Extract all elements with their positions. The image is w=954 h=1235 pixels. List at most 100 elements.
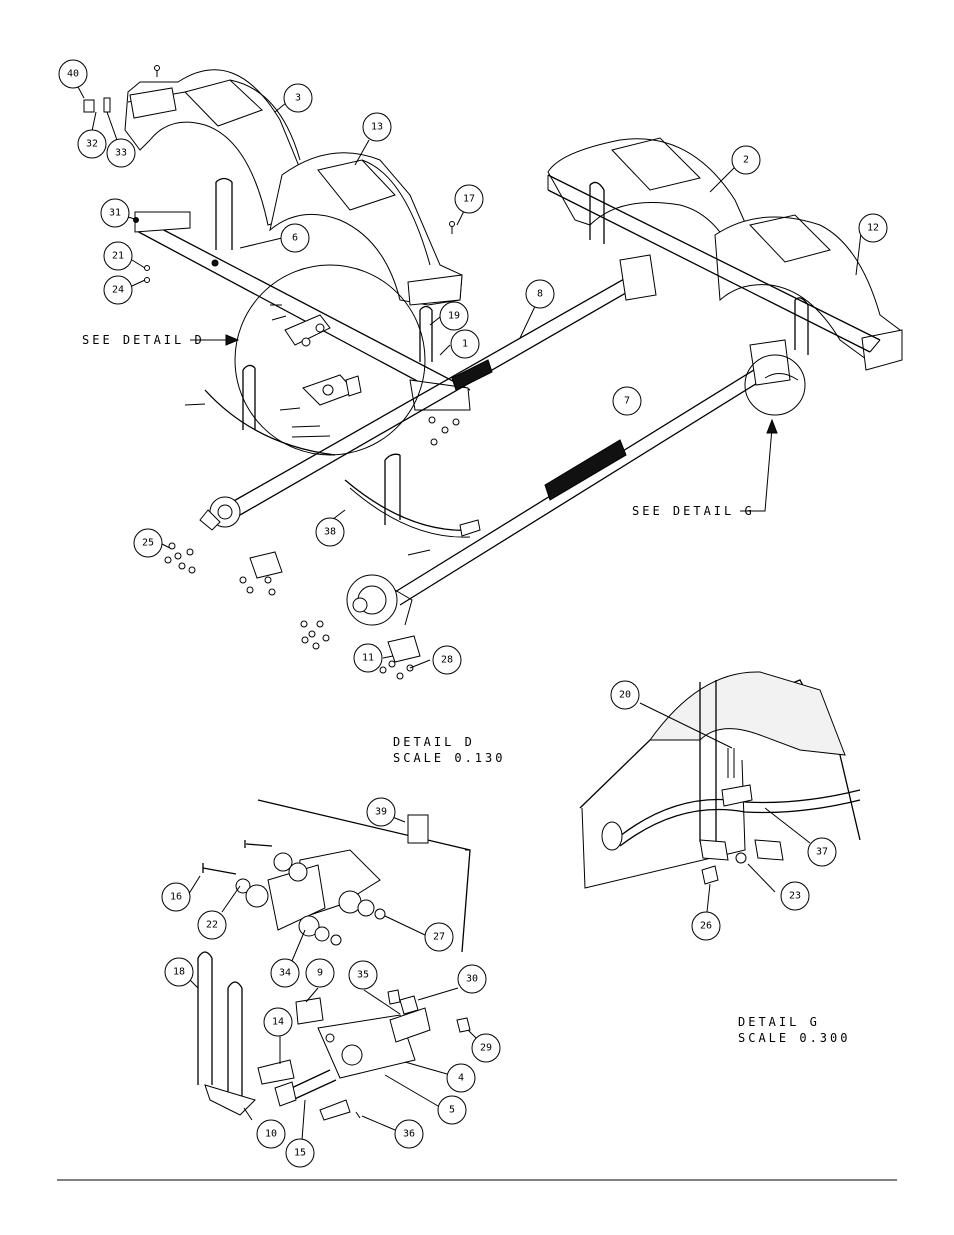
svg-text:20: 20 (619, 690, 631, 701)
callout-37: 37 (807, 837, 837, 867)
svg-text:38: 38 (324, 527, 336, 538)
callout-36: 36 (394, 1119, 424, 1149)
svg-text:2: 2 (743, 155, 749, 166)
callout-33: 33 (106, 138, 136, 168)
detail-circle-d (234, 264, 426, 456)
main-assembly (83, 65, 903, 680)
svg-text:12: 12 (867, 223, 879, 234)
callout-28: 28 (432, 645, 462, 675)
svg-text:39: 39 (375, 807, 387, 818)
callout-35: 35 (348, 960, 378, 990)
callout-29: 29 (471, 1033, 501, 1063)
svg-text:27: 27 (433, 932, 445, 943)
small-hardware-top (83, 65, 455, 283)
callout-9: 9 (305, 958, 335, 988)
callout-32: 32 (77, 129, 107, 159)
svg-text:19: 19 (448, 311, 460, 322)
svg-text:33: 33 (115, 148, 127, 159)
svg-text:6: 6 (292, 233, 298, 244)
callout-3: 3 (283, 83, 313, 113)
svg-text:1: 1 (462, 339, 468, 350)
callout-26: 26 (691, 911, 721, 941)
detail-d-assembly (197, 799, 471, 1121)
callout-27: 27 (424, 922, 454, 952)
svg-text:17: 17 (463, 194, 475, 205)
callout-7: 7 (612, 386, 642, 416)
callout-25: 25 (133, 528, 163, 558)
callout-1: 1 (450, 329, 480, 359)
svg-text:37: 37 (816, 847, 828, 858)
svg-text:34: 34 (279, 968, 291, 979)
see-detail-g-note: SEE DETAIL G (632, 504, 755, 518)
callout-17: 17 (454, 184, 484, 214)
svg-text:29: 29 (480, 1043, 492, 1054)
svg-text:32: 32 (86, 139, 98, 150)
u-bolt-upper-left (215, 177, 433, 362)
callout-16: 16 (161, 882, 191, 912)
callout-6: 6 (280, 223, 310, 253)
callout-13: 13 (362, 112, 392, 142)
svg-text:9: 9 (317, 968, 323, 979)
callout-11: 11 (353, 643, 383, 673)
svg-text:31: 31 (109, 208, 121, 219)
callout-4: 4 (446, 1063, 476, 1093)
fender-right-pair (547, 137, 903, 371)
callout-40: 40 (58, 59, 88, 89)
leaf-spring-main (184, 389, 481, 556)
detail-circle-g (744, 354, 806, 416)
callout-12: 12 (858, 213, 888, 243)
callout-24: 24 (103, 275, 133, 305)
notes: SEE DETAIL D SEE DETAIL G DETAIL D SCALE… (82, 333, 847, 1045)
callout-5: 5 (437, 1095, 467, 1125)
callout-23: 23 (780, 881, 810, 911)
svg-text:7: 7 (624, 396, 630, 407)
callout-22: 22 (197, 910, 227, 940)
callout-20: 20 (610, 680, 640, 710)
svg-text:21: 21 (112, 251, 124, 262)
callout-10: 10 (256, 1119, 286, 1149)
svg-text:16: 16 (170, 892, 182, 903)
leader-lines (77, 86, 862, 1141)
callout-14: 14 (263, 1007, 293, 1037)
callout-34: 34 (270, 958, 300, 988)
svg-text:22: 22 (206, 920, 218, 931)
loose-nuts (164, 416, 460, 680)
svg-text:5: 5 (449, 1105, 455, 1116)
svg-text:30: 30 (466, 974, 478, 985)
svg-text:4: 4 (458, 1073, 464, 1084)
svg-text:35: 35 (357, 970, 369, 981)
callout-19: 19 (439, 301, 469, 331)
see-detail-d-note: SEE DETAIL D (82, 333, 205, 347)
callout-31: 31 (100, 198, 130, 228)
spring-plates (249, 551, 421, 663)
callout-8: 8 (525, 279, 555, 309)
fender-left-rear (124, 69, 316, 226)
svg-text:18: 18 (173, 967, 185, 978)
callout-18: 18 (164, 957, 194, 987)
svg-text:11: 11 (362, 653, 374, 664)
detail-g-assembly (579, 671, 861, 889)
callout-15: 15 (285, 1138, 315, 1168)
axle-upper (199, 254, 657, 531)
callout-39: 39 (366, 797, 396, 827)
callout-bubbles: 40 32 33 3 13 2 12 17 31 6 21 24 19 1 8 … (58, 59, 888, 1168)
svg-text:40: 40 (67, 69, 79, 80)
svg-text:23: 23 (789, 891, 801, 902)
svg-text:28: 28 (441, 655, 453, 666)
callout-38: 38 (315, 517, 345, 547)
detail-d-scale: SCALE 0.130 (393, 751, 505, 765)
detail-g-title: DETAIL G (738, 1015, 820, 1029)
detail-d-title: DETAIL D (393, 735, 475, 749)
svg-text:24: 24 (112, 285, 124, 296)
svg-text:36: 36 (403, 1129, 415, 1140)
frame-rail-left (134, 211, 471, 411)
callout-21: 21 (103, 241, 133, 271)
callout-30: 30 (457, 964, 487, 994)
svg-text:3: 3 (295, 93, 301, 104)
svg-text:15: 15 (294, 1148, 306, 1159)
callout-2: 2 (731, 145, 761, 175)
svg-text:10: 10 (265, 1129, 277, 1140)
svg-text:14: 14 (272, 1017, 284, 1028)
axle-lower (346, 339, 791, 626)
